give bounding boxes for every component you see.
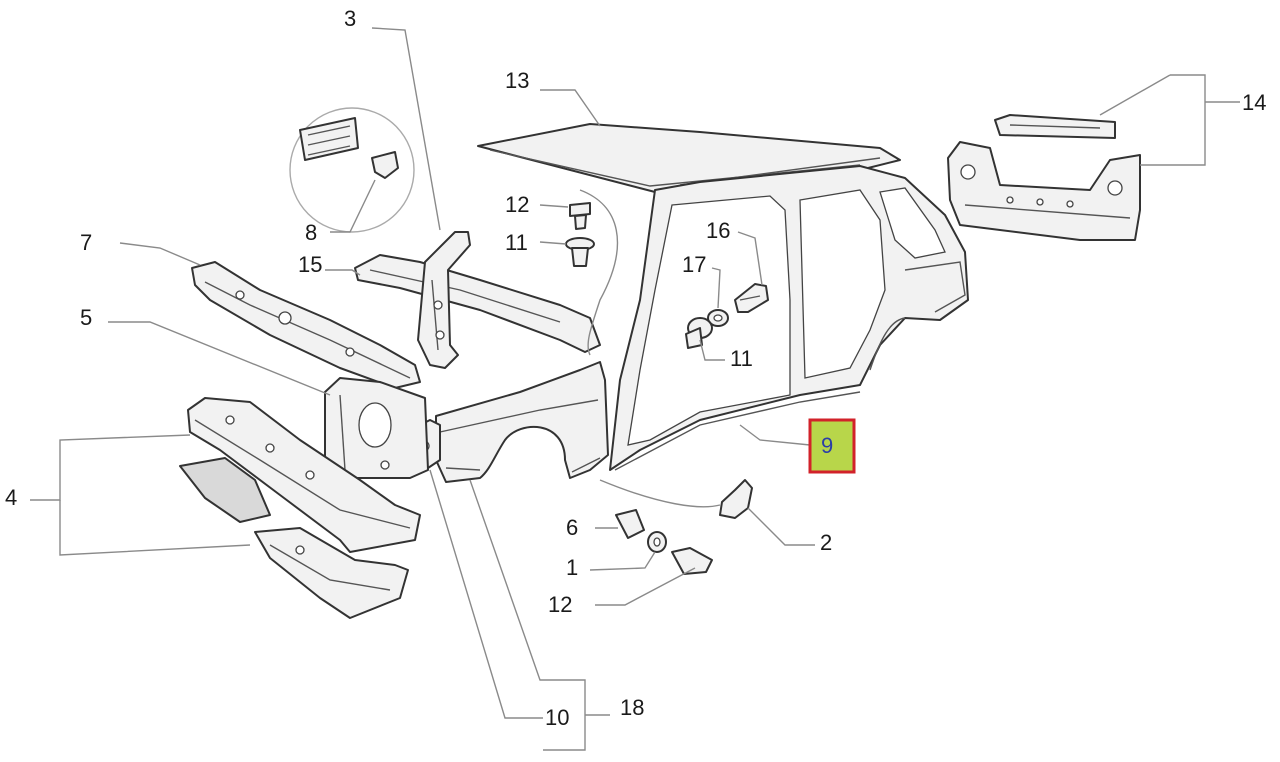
sill-bracket[interactable] — [719, 479, 753, 519]
upper-cowl-reinforcement[interactable] — [354, 254, 601, 353]
label-14: 14 — [1242, 90, 1266, 115]
label-11-mid: 11 — [730, 346, 753, 371]
label-4: 4 — [5, 485, 17, 510]
rear-panel-assembly[interactable] — [947, 114, 1141, 241]
nut-11-mid[interactable] — [685, 317, 713, 349]
label-7: 7 — [80, 230, 92, 255]
clip-8[interactable] — [289, 107, 415, 233]
washer-17[interactable] — [707, 309, 729, 327]
upper-cross-member[interactable] — [191, 261, 421, 389]
svg-text:9: 9 — [821, 433, 833, 458]
label-10: 10 — [545, 705, 569, 730]
front-fender[interactable] — [435, 361, 609, 483]
bolt-12-top[interactable] — [569, 202, 591, 230]
leader-lines — [30, 27, 1240, 751]
label-12-top: 12 — [505, 192, 529, 217]
bolt-16[interactable] — [734, 283, 769, 313]
front-longitudinal-rail[interactable] — [187, 397, 421, 553]
label-6: 6 — [566, 515, 578, 540]
nut-11-top[interactable] — [565, 237, 595, 267]
label-2: 2 — [820, 530, 832, 555]
hinge-pillar-bracket[interactable] — [417, 231, 471, 369]
label-11-top: 11 — [505, 230, 528, 255]
label-1: 1 — [566, 555, 578, 580]
side-body-frame[interactable] — [609, 165, 969, 471]
label-17: 17 — [682, 252, 706, 277]
label-5: 5 — [80, 305, 92, 330]
label-3: 3 — [344, 6, 356, 31]
label-12-bottom: 12 — [548, 592, 572, 617]
lower-rail[interactable] — [179, 457, 409, 619]
label-8: 8 — [305, 220, 317, 245]
label-16: 16 — [706, 218, 730, 243]
highlighted-label-9[interactable]: 9 — [808, 418, 856, 474]
front-side-panel[interactable] — [324, 377, 429, 479]
washer-1[interactable] — [647, 531, 667, 553]
bolt-12-bottom[interactable] — [671, 547, 713, 575]
part-labels: 3 13 14 7 8 12 11 16 15 17 5 11 4 6 2 1 … — [5, 6, 1266, 730]
label-15: 15 — [298, 252, 322, 277]
label-18: 18 — [620, 695, 644, 720]
bushing-6[interactable] — [615, 509, 645, 539]
label-13: 13 — [505, 68, 529, 93]
